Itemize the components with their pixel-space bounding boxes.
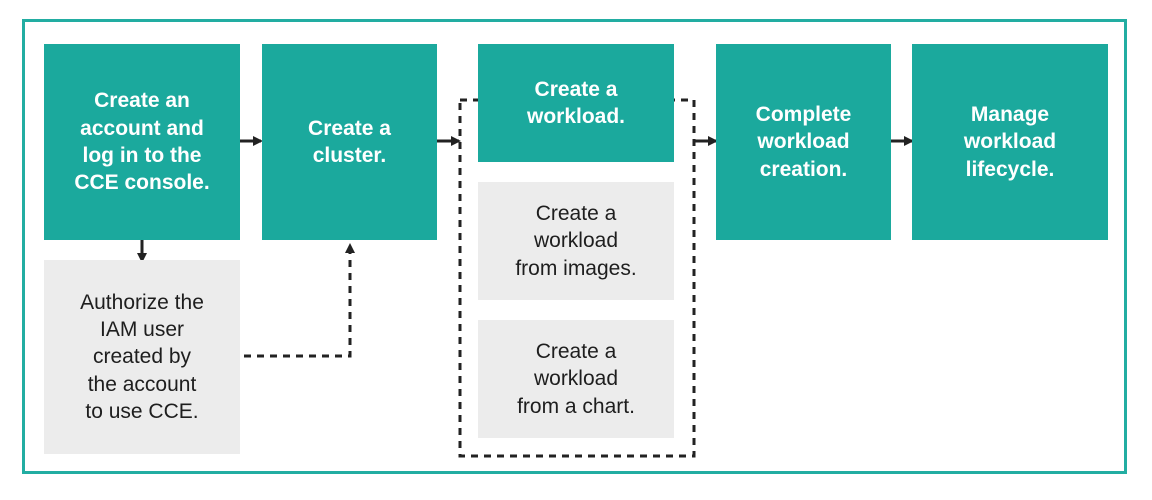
diagram-frame	[22, 19, 1127, 474]
arrow-authorize-to-cluster	[244, 243, 355, 358]
option-workload-from-images: Create a workload from images.	[478, 182, 674, 300]
step-complete-workload: Complete workload creation.	[716, 44, 891, 240]
step-create-cluster: Create a cluster.	[262, 44, 437, 240]
step-create-workload-label: Create a workload.	[526, 77, 626, 128]
step-manage-lifecycle-label: Manage workload lifecycle.	[963, 103, 1057, 181]
step-create-cluster-label: Create a cluster.	[308, 116, 391, 167]
step-authorize-iam-user-label: Authorize the IAM user created by the ac…	[80, 290, 204, 423]
step-create-account: Create an account and log in to the CCE …	[44, 44, 240, 240]
option-workload-from-images-label: Create a workload from images.	[515, 202, 637, 280]
step-manage-lifecycle: Manage workload lifecycle.	[912, 44, 1108, 240]
step-create-account-label: Create an account and log in to the CCE …	[74, 89, 210, 195]
step-authorize-iam-user: Authorize the IAM user created by the ac…	[44, 260, 240, 454]
option-workload-from-chart-label: Create a workload from a chart.	[517, 340, 635, 418]
step-complete-workload-label: Complete workload creation.	[755, 103, 852, 181]
option-workload-from-chart: Create a workload from a chart.	[478, 320, 674, 438]
step-create-workload: Create a workload.	[478, 44, 674, 162]
